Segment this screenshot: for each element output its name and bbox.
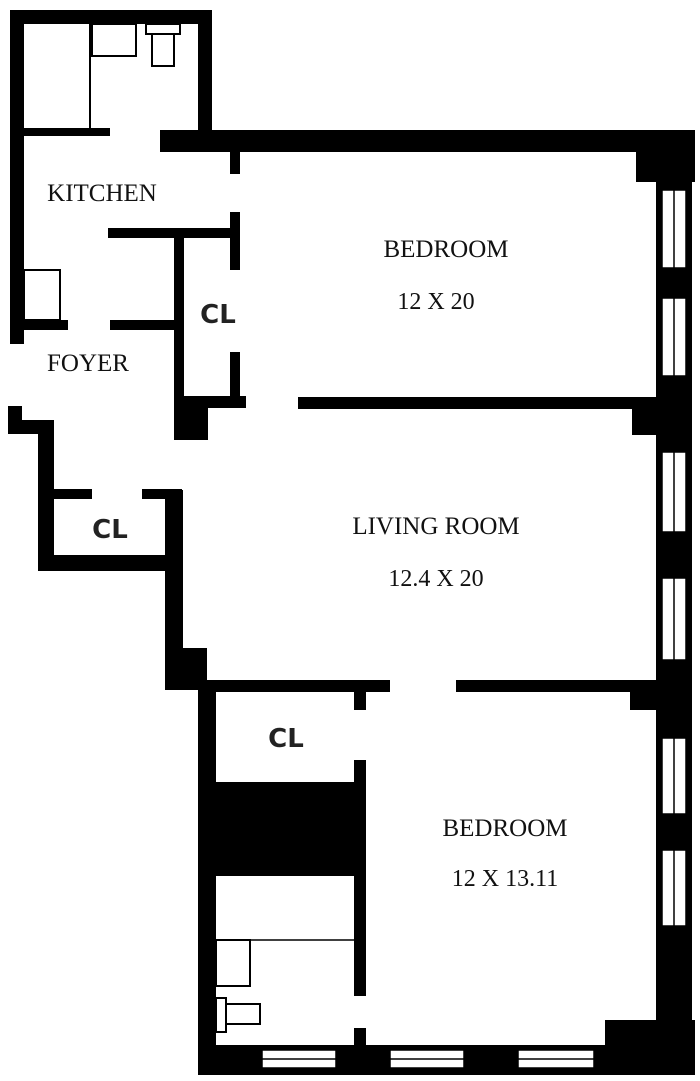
fixtures xyxy=(23,23,356,1033)
bedroom2-fixture-seat xyxy=(225,1003,261,1025)
wall-foyer-closet-top-a xyxy=(54,489,92,499)
bedroom1-dimensions: 12 X 20 xyxy=(397,289,474,315)
wall-hall-closet-right-b xyxy=(230,352,240,404)
wall-kitchen-top xyxy=(10,10,212,24)
bedroom2-label: BEDROOM xyxy=(442,815,567,842)
wall-top xyxy=(160,130,695,152)
wall-bedroom2-closet-right-a xyxy=(354,690,366,710)
wall-foyer-shelf xyxy=(22,320,68,330)
wall-living-left xyxy=(165,490,183,690)
foyer-cabinet xyxy=(23,269,61,321)
wall-living-bedroom2-a xyxy=(198,680,390,692)
wall-foyer-divider xyxy=(110,320,178,330)
wall-bedroom2-closet-right-c xyxy=(354,1028,366,1048)
wall-foyer-closet-left xyxy=(38,420,54,570)
wall-bedroom1-stub xyxy=(230,150,240,174)
kitchen-stove-top xyxy=(145,23,181,35)
wall-living-bedroom2-corner xyxy=(630,680,692,710)
living-room-label: LIVING ROOM xyxy=(352,513,519,540)
foyer-label: FOYER xyxy=(47,350,129,377)
wall-hall-closet-right-a xyxy=(230,212,240,270)
wall-bottom-right-corner xyxy=(605,1020,695,1075)
closet-hall-label: CL xyxy=(200,300,236,330)
wall-kitchen-left xyxy=(10,10,24,344)
closet-bedroom-label: CL xyxy=(268,724,304,754)
wall-hall-closet-post xyxy=(174,396,208,440)
wall-hall-closet-left xyxy=(174,228,184,438)
wall-foyer-closet-top-b xyxy=(142,489,182,499)
kitchen-stove xyxy=(151,33,175,67)
wall-kitchen-counter xyxy=(24,128,110,136)
interior-walls xyxy=(22,128,692,1048)
living-room-dimensions: 12.4 X 20 xyxy=(388,566,483,592)
bedroom2-cabinet xyxy=(215,939,251,987)
wall-kitchen-right xyxy=(198,10,212,144)
kitchen-counter-fixture xyxy=(91,23,137,57)
wall-bedroom2-left xyxy=(198,680,216,1075)
wall-bedroom2-solid-block xyxy=(216,782,358,876)
kitchen-label: KITCHEN xyxy=(47,180,157,207)
windows xyxy=(261,189,687,1069)
wall-foyer-closet-bottom xyxy=(38,555,183,571)
room-labels: KITCHEN FOYER BEDROOM 12 X 20 LIVING ROO… xyxy=(47,180,567,892)
wall-bedroom1-living xyxy=(298,397,678,409)
wall-bedroom1-living-corner xyxy=(632,397,692,435)
wall-hall-closet-top xyxy=(108,228,238,238)
bedroom2-dimensions: 12 X 13.11 xyxy=(452,866,558,892)
bedroom2-fixture-back xyxy=(215,997,227,1033)
bedroom1-label: BEDROOM xyxy=(383,236,508,263)
closet-foyer-label: CL xyxy=(92,515,128,545)
wall-living-bedroom2-b xyxy=(456,680,678,692)
